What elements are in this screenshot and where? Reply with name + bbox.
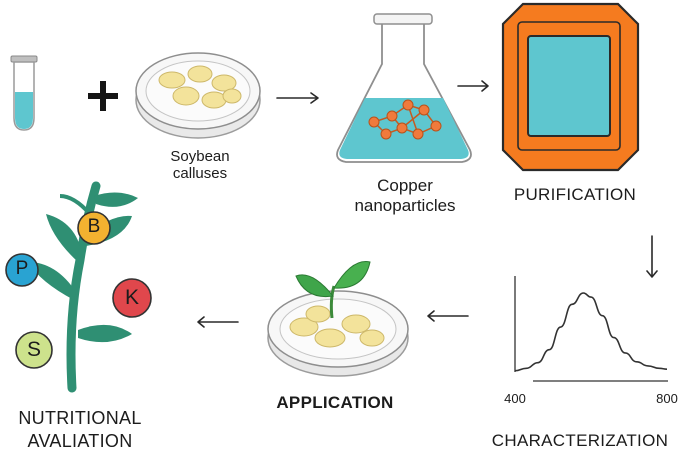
nutritional-evaluation-label: NUTRITIONAL AVALIATION [18, 408, 142, 452]
arrow-left-icon [427, 310, 469, 322]
soybean-calluses-label: Soybean calluses [170, 148, 230, 183]
arrow-right-icon [457, 80, 489, 92]
nutrient-k-label: K [124, 286, 139, 309]
plant-nutrients-icon [5, 181, 152, 393]
plus-icon [88, 81, 118, 111]
copper-nanoparticles-label: Copper nanoparticles [354, 176, 456, 215]
test-tube-icon [10, 55, 38, 131]
x-tick-label-800: 800 [656, 391, 678, 406]
arrow-down-icon [646, 235, 658, 278]
x-tick-label-400: 400 [504, 391, 526, 406]
purification-filter-icon [501, 2, 640, 172]
characterization-label: CHARACTERIZATION [491, 431, 669, 450]
arrow-right-icon [276, 92, 319, 104]
petri-dish-calluses-icon [135, 52, 261, 139]
application-label: APPLICATION [276, 393, 394, 412]
nutrient-s-label: S [26, 338, 41, 361]
nutrient-p-label: P [15, 258, 29, 279]
arrow-left-icon [197, 316, 239, 328]
nutrient-b-label: B [87, 216, 101, 237]
purification-label: PURIFICATION [513, 185, 637, 204]
spectrum-series-line [514, 292, 668, 372]
flask-nanoparticles-icon [336, 13, 472, 163]
petri-dish-sprout-icon [267, 261, 409, 377]
